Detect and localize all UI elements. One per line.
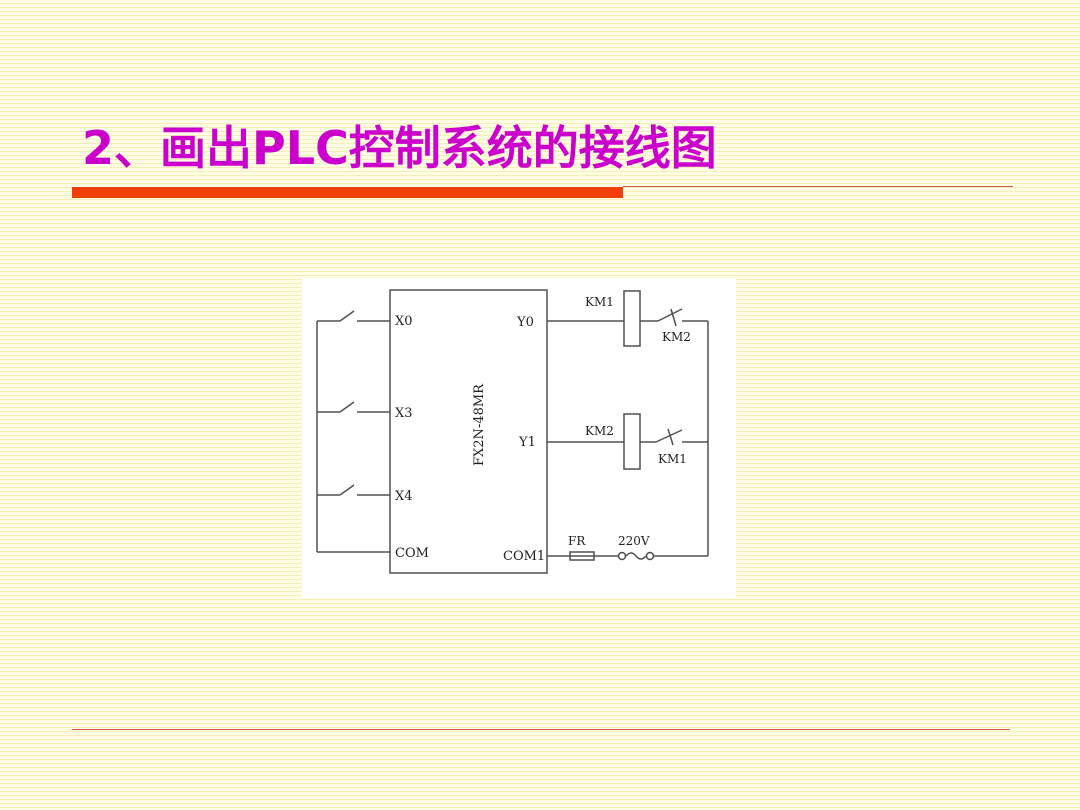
coil-km1 (623, 290, 641, 347)
supply-terminal-left (617, 551, 627, 561)
ac-source-symbol (625, 552, 647, 560)
input-switch-x0 (317, 310, 390, 322)
fuse-label: FR (568, 534, 586, 548)
coil-km2 (623, 413, 641, 470)
terminal-com1: COM1 (503, 549, 545, 564)
terminal-com: COM (395, 546, 429, 561)
terminal-y1: Y1 (518, 435, 536, 450)
input-switch-x3 (317, 401, 390, 413)
coil-km2-label: KM2 (585, 424, 614, 438)
contact-km2-label: KM2 (662, 330, 691, 344)
terminal-x3: X3 (395, 406, 413, 421)
input-switch-x4 (317, 484, 390, 496)
output-branch-y1 (547, 413, 708, 470)
plc-box (389, 289, 548, 574)
supply-voltage-label: 220V (618, 534, 650, 548)
terminal-x0: X0 (395, 314, 413, 329)
wiring-diagram: X0 X3 X4 COM Y0 Y1 COM1 FX2N-48MR KM1 KM… (302, 278, 736, 598)
terminal-y0: Y0 (516, 315, 534, 330)
supply-terminal-right (645, 551, 655, 561)
plc-model-label: FX2N-48MR (472, 383, 487, 466)
wiring-diagram-svg: X0 X3 X4 COM Y0 Y1 COM1 FX2N-48MR KM1 KM… (316, 289, 709, 574)
title-underline-rule (623, 186, 1013, 187)
terminal-x4: X4 (395, 489, 413, 504)
footer-rule (72, 729, 1010, 730)
supply-circuit (547, 551, 708, 561)
contact-km1-label: KM1 (658, 452, 687, 466)
title-underline-bar (72, 187, 623, 198)
slide-title: 2、画出PLC控制系统的接线图 (82, 121, 717, 175)
output-branch-y0 (547, 290, 708, 347)
coil-km1-label: KM1 (585, 295, 614, 309)
